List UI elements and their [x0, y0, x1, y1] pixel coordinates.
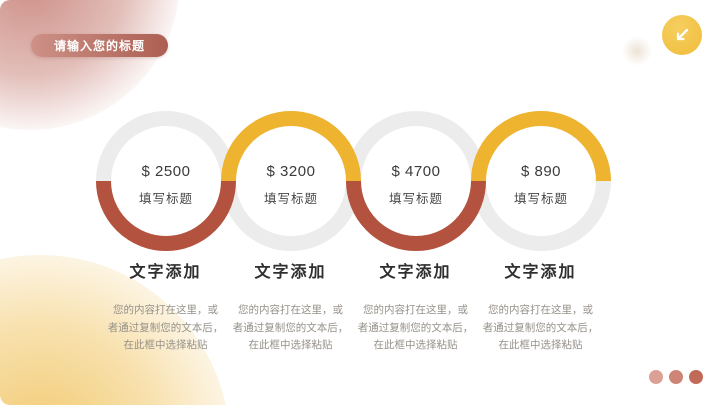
text-block-body-line: 在此框中选择粘贴 [123, 339, 208, 351]
ring-accent-arc [96, 181, 236, 251]
text-block-body-line: 者通过复制您的文本后， [357, 321, 474, 334]
ring-caption: 填写标题 [263, 191, 318, 206]
text-columns: 文字添加 您的内容打在这里，或 者通过复制您的文本后， 在此框中选择粘贴 文字添… [103, 263, 617, 355]
text-block-heading: 文字添加 [379, 264, 452, 281]
arrow-button[interactable] [662, 15, 702, 55]
text-block-heading: 文字添加 [129, 264, 202, 281]
text-block-body: 您的内容打在这里，或 者通过复制您的文本后， 在此框中选择粘贴 [103, 302, 228, 355]
text-block: 文字添加 您的内容打在这里，或 者通过复制您的文本后， 在此框中选择粘贴 [228, 263, 353, 355]
text-block: 文字添加 您的内容打在这里，或 者通过复制您的文本后， 在此框中选择粘贴 [353, 263, 478, 355]
ring-value: $ 890 [520, 162, 562, 180]
ring-caption: 填写标题 [388, 191, 443, 206]
ring-caption: 填写标题 [138, 191, 193, 206]
text-block-body: 您的内容打在这里，或 者通过复制您的文本后， 在此框中选择粘贴 [478, 302, 603, 355]
arrow-down-left-icon [673, 26, 691, 44]
decor-circle-top-right [622, 36, 652, 66]
ring-label: $ 3200 填写标题 [221, 111, 361, 251]
text-block-body-line: 者通过复制您的文本后， [107, 321, 224, 334]
ring-caption: 填写标题 [513, 191, 568, 206]
text-block-body-line: 您的内容打在这里，或 [488, 304, 593, 316]
text-block: 文字添加 您的内容打在这里，或 者通过复制您的文本后， 在此框中选择粘贴 [103, 263, 228, 355]
title-banner[interactable]: 请输入您的标题 [31, 34, 168, 57]
text-block-body-line: 您的内容打在这里，或 [113, 304, 218, 316]
text-block-body: 您的内容打在这里，或 者通过复制您的文本后， 在此框中选择粘贴 [353, 302, 478, 355]
corner-dots [649, 370, 703, 384]
text-block-body-line: 在此框中选择粘贴 [498, 339, 583, 351]
dot [669, 370, 683, 384]
text-block-body-line: 者通过复制您的文本后， [482, 321, 599, 334]
ring-accent-arc [471, 111, 611, 181]
ring-label: $ 890 填写标题 [471, 111, 611, 251]
ring-value: $ 3200 [266, 162, 316, 180]
ring-value: $ 4700 [391, 162, 441, 180]
dot [689, 370, 703, 384]
ring-accent-arc [346, 181, 486, 251]
text-block-body-line: 者通过复制您的文本后， [232, 321, 349, 334]
ring-label: $ 2500 填写标题 [96, 111, 236, 251]
ring-accent-arc [221, 111, 361, 181]
text-block-body: 您的内容打在这里，或 者通过复制您的文本后， 在此框中选择粘贴 [228, 302, 353, 355]
ring-chain-diagram: $ 2500 填写标题 $ 3200 填写标题 $ 4700 填写标题 $ 89… [96, 111, 612, 251]
text-block-body-line: 您的内容打在这里，或 [363, 304, 468, 316]
text-block-heading: 文字添加 [254, 264, 327, 281]
title-banner-label: 请输入您的标题 [53, 39, 145, 53]
text-block-body-line: 在此框中选择粘贴 [248, 339, 333, 351]
ring-value: $ 2500 [141, 162, 191, 180]
text-block: 文字添加 您的内容打在这里，或 者通过复制您的文本后， 在此框中选择粘贴 [478, 263, 603, 355]
dot [649, 370, 663, 384]
text-block-heading: 文字添加 [504, 264, 577, 281]
text-block-body-line: 在此框中选择粘贴 [373, 339, 458, 351]
ring-label: $ 4700 填写标题 [346, 111, 486, 251]
text-block-body-line: 您的内容打在这里，或 [238, 304, 343, 316]
